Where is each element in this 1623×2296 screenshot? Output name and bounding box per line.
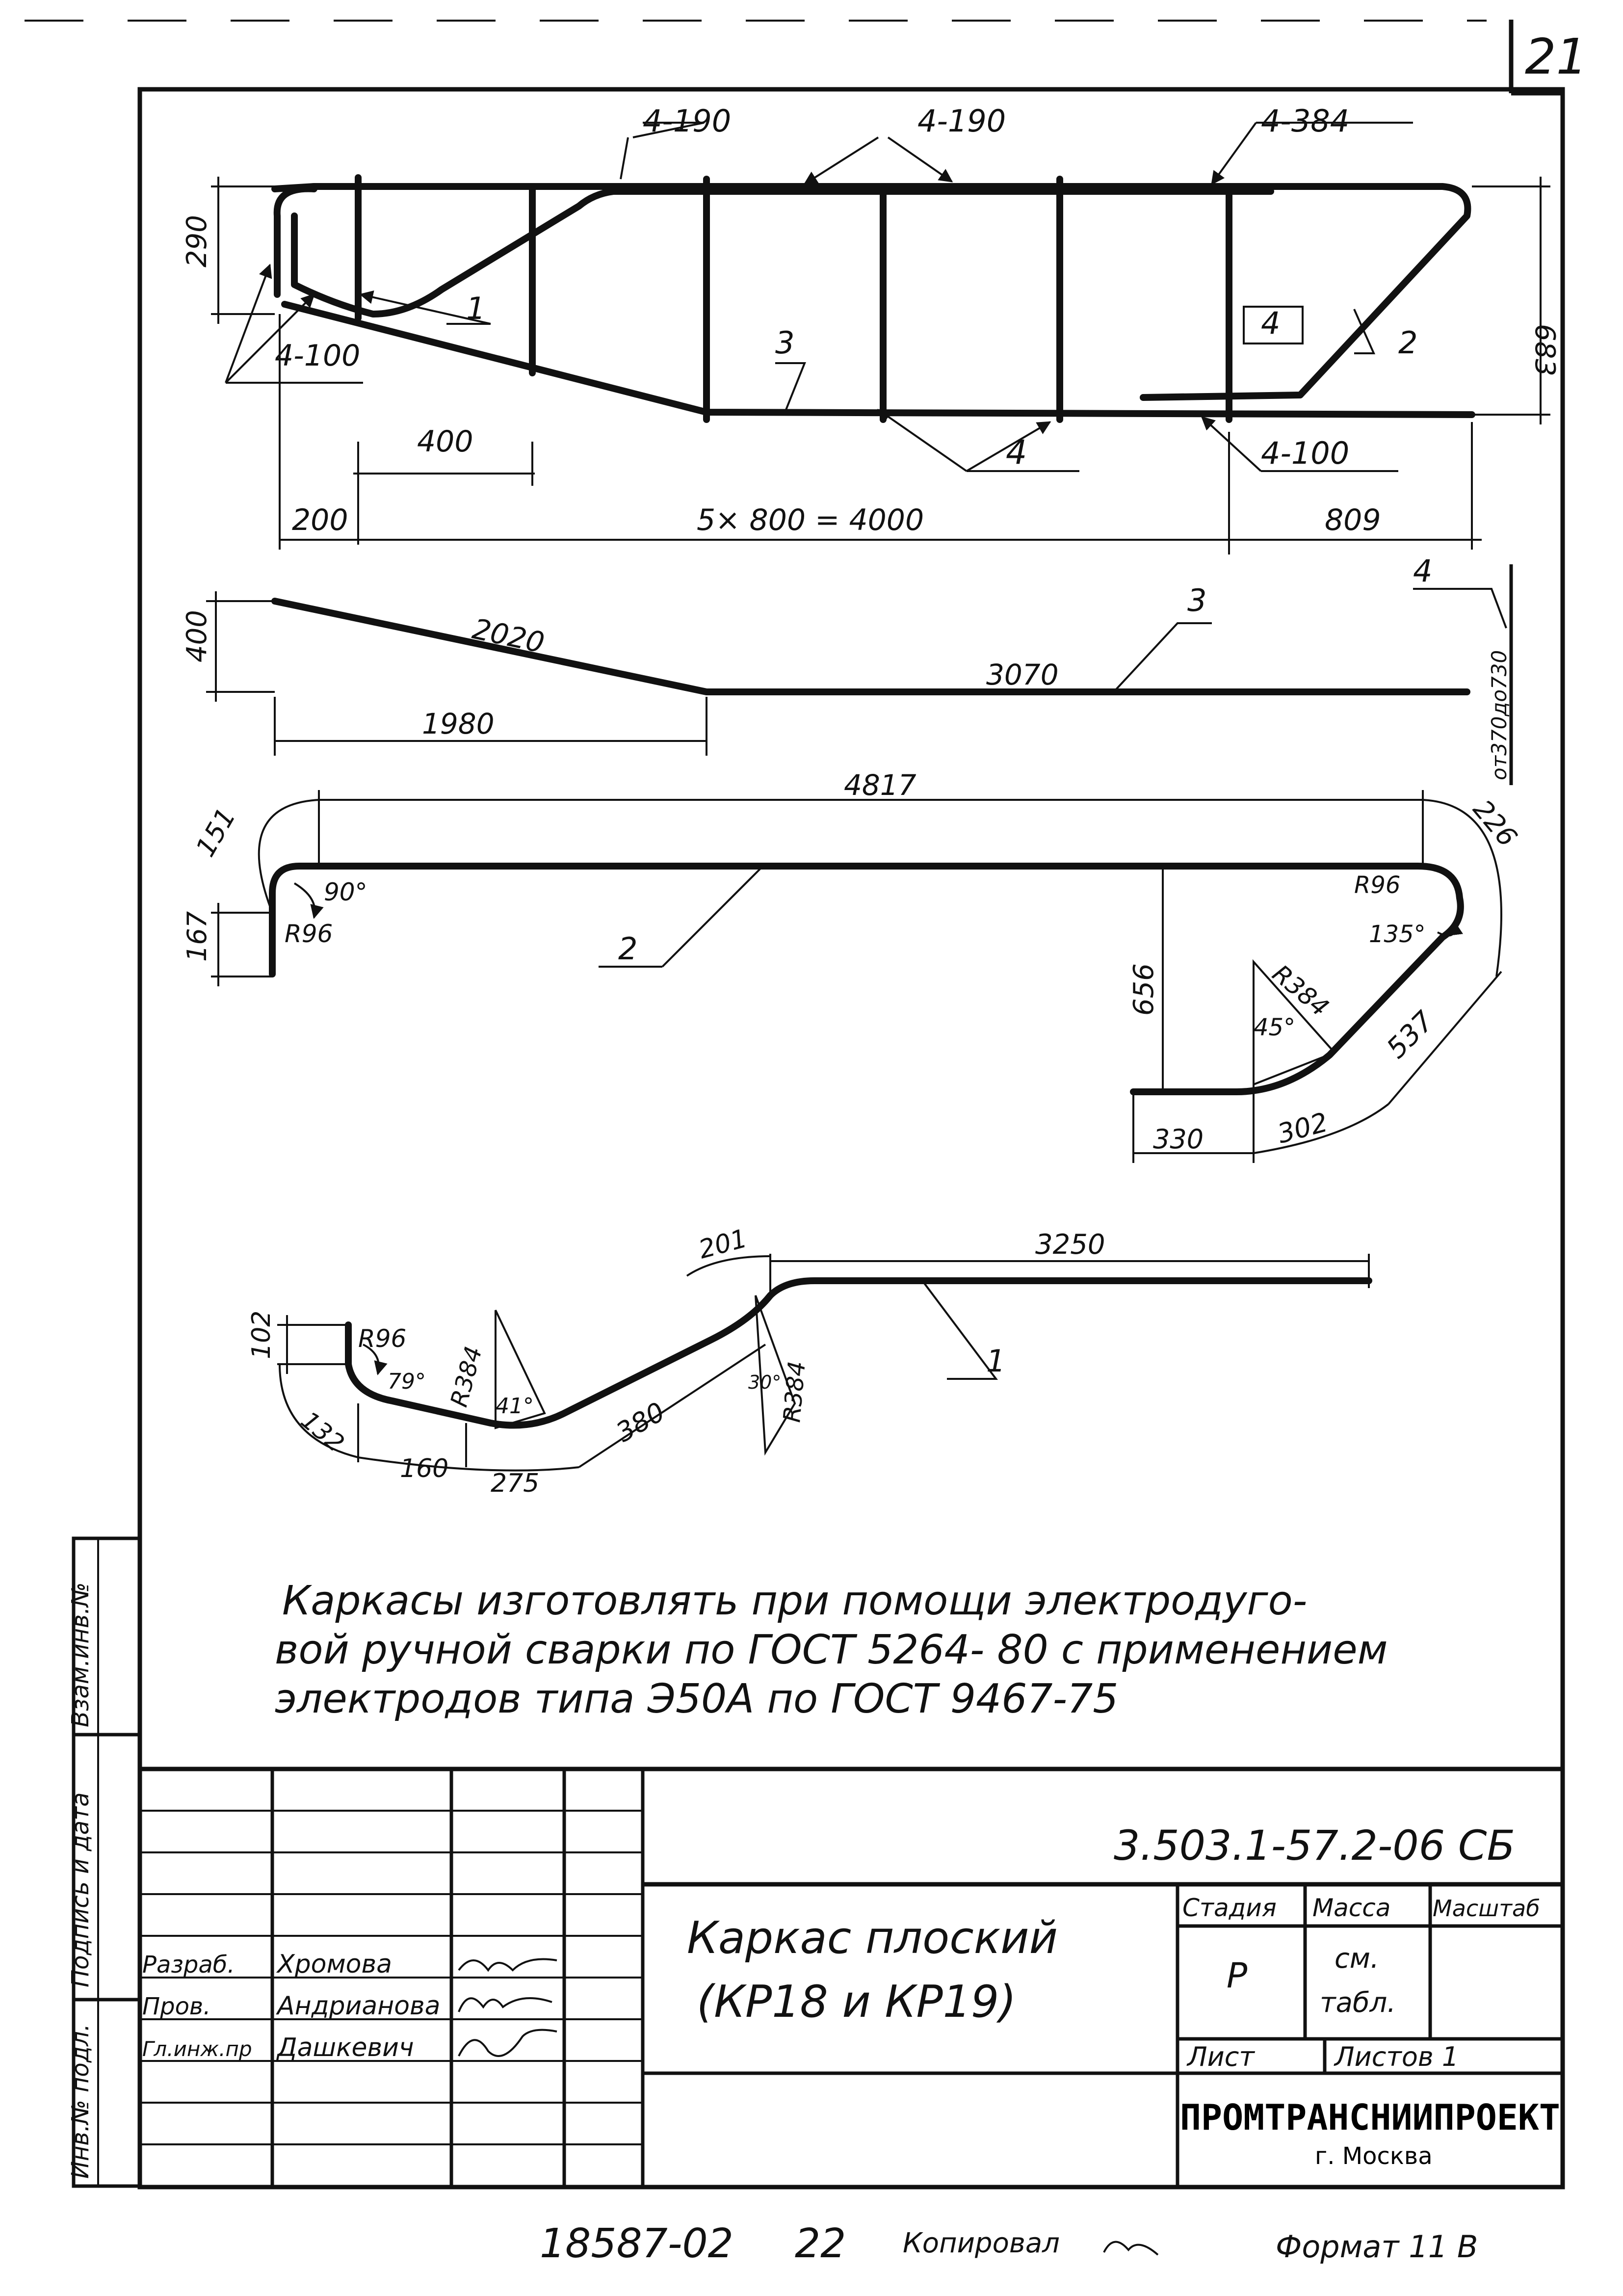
- page-number: 21: [1525, 28, 1587, 85]
- bar1-160: 160: [400, 1454, 448, 1483]
- org-name: ПРОМТРАНСНИИПРОЕКТ: [1180, 2097, 1560, 2138]
- weld-bottom-mid: 4: [1006, 433, 1027, 472]
- title-line-2: (КР18 и КР19): [697, 1976, 1016, 2028]
- bar2-4817: 4817: [844, 768, 916, 802]
- bar2-r96-left: R96: [285, 920, 333, 948]
- bar2-167: 167: [182, 911, 212, 962]
- mass-line-1: см.: [1335, 1943, 1379, 1975]
- dim-290: 290: [181, 215, 213, 267]
- doc-code: 3.503.1-57.2-06 СБ: [1114, 1821, 1515, 1870]
- bar2-330: 330: [1153, 1124, 1204, 1155]
- pos-1: 1: [466, 290, 485, 326]
- pos-3: 3: [775, 325, 794, 361]
- dim-200: 200: [292, 503, 348, 537]
- bar1-30: 30°: [748, 1372, 781, 1393]
- bar1-r384a: R384: [445, 1344, 487, 1410]
- copier-signature: [1103, 2241, 1159, 2256]
- bar2-302: 302: [1274, 1107, 1331, 1150]
- weld-bottom-right: 4-100: [1261, 435, 1349, 471]
- dim-809: 809: [1325, 503, 1381, 537]
- header-mass: Масса: [1312, 1894, 1390, 1922]
- weld-left: 4-100: [275, 339, 360, 373]
- note-line-1: Каркасы изготовлять при помощи электроду…: [282, 1578, 1307, 1624]
- side-stamp: Взам.инв.№ Подпись и дата Инв.№ подл.: [67, 1536, 142, 2188]
- stamp-replace-inv: Взам.инв.№: [67, 1583, 94, 1727]
- stamp-orig-inv: Инв.№ подл.: [67, 2024, 94, 2179]
- header-scale: Масштаб: [1433, 1895, 1540, 1922]
- bar1-r96: R96: [358, 1324, 406, 1353]
- role-1: Разраб.: [142, 1951, 235, 1979]
- bar3-1980: 1980: [422, 707, 495, 740]
- bar2-pos: 2: [618, 931, 637, 967]
- pos-4: 4: [1261, 305, 1280, 341]
- bar2-656: 656: [1128, 963, 1160, 1016]
- bar3-pos: 3: [1187, 582, 1206, 618]
- sheet-label: Лист: [1186, 2041, 1255, 2072]
- bar2-labels: 4817 151 167 90° R96 226 R96 135° 656 R3…: [182, 768, 1523, 1155]
- weld-top-mid: 4-190: [917, 103, 1006, 139]
- sheets-label: Листов 1: [1334, 2041, 1459, 2072]
- signature-2: [458, 1997, 552, 2012]
- bar1-102: 102: [247, 1311, 276, 1359]
- bar2-r96-right: R96: [1354, 871, 1400, 899]
- footer: 18587-02 22 Копировал Формат 11 В: [540, 2220, 1478, 2267]
- footer-sub: 22: [795, 2220, 846, 2267]
- bar1-3250: 3250: [1035, 1229, 1105, 1261]
- org-city: г. Москва: [1315, 2142, 1433, 2170]
- name-3: Дашкевич: [276, 2033, 414, 2062]
- header-stage: Стадия: [1182, 1894, 1277, 1922]
- frame-view: [211, 122, 1550, 554]
- dim-series: 5× 800 = 4000: [697, 503, 924, 537]
- stage-value: Р: [1227, 1955, 1248, 1996]
- dim-683: 683: [1529, 324, 1561, 376]
- bar2-view: [211, 790, 1502, 1163]
- bar1-view: [277, 1254, 1372, 1472]
- frame-view-labels: 4-190 4-190 4-384 4-100 4 4-100 290 683 …: [181, 103, 1561, 537]
- name-1: Хромова: [276, 1950, 392, 1979]
- bar4-pos: 4: [1413, 553, 1432, 589]
- scan-marks: [25, 20, 1514, 93]
- bar2-45: 45°: [1254, 1014, 1295, 1041]
- footer-number: 18587-02: [540, 2220, 733, 2267]
- role-2: Пров.: [142, 1993, 210, 2020]
- bar1-132: 132: [295, 1406, 349, 1458]
- bar3-h: 400: [181, 610, 213, 662]
- title-block-text: 3.503.1-57.2-06 СБ Каркас плоский (КР18 …: [142, 1821, 1560, 2170]
- note-line-3: электродов типа Э50А по ГОСТ 9467-75: [275, 1676, 1118, 1722]
- bar2-135: 135°: [1369, 921, 1426, 948]
- drawing-frame: [137, 87, 1565, 2190]
- signature-1: [458, 1958, 557, 1972]
- notes: Каркасы изготовлять при помощи электроду…: [275, 1578, 1388, 1722]
- pos-2: 2: [1398, 325, 1417, 361]
- dim-400: 400: [417, 424, 473, 459]
- bar2-226: 226: [1467, 794, 1523, 852]
- bar3-view: [206, 564, 1513, 785]
- bar2-537: 537: [1381, 1005, 1440, 1065]
- title-block: [140, 1767, 1563, 2186]
- weld-top-left: 4-190: [643, 103, 731, 139]
- bar2-151: 151: [190, 803, 242, 862]
- mass-line-2: табл.: [1320, 1987, 1396, 2019]
- bar4-length: от370до730: [1487, 650, 1511, 780]
- footer-copied: Копировал: [903, 2227, 1060, 2259]
- name-2: Андрианова: [276, 1991, 441, 2021]
- bar3-labels: 400 2020 3070 1980 3 4 от370до730: [181, 553, 1511, 780]
- bar1-41: 41°: [496, 1394, 534, 1419]
- role-3: Гл.инж.пр: [142, 2037, 252, 2061]
- bar3-2020: 2020: [470, 612, 548, 660]
- stamp-sign-date: Подпись и дата: [67, 1792, 94, 1987]
- bar1-r384b: R384: [778, 1360, 811, 1424]
- bar2-90: 90°: [324, 878, 367, 906]
- signature-3: [458, 2029, 557, 2057]
- bar1-pos: 1: [986, 1343, 1005, 1379]
- weld-top-right: 4-384: [1261, 103, 1349, 139]
- bar1-275: 275: [491, 1469, 539, 1498]
- title-line-1: Каркас плоский: [687, 1912, 1058, 1964]
- bar2-r384: R384: [1267, 959, 1334, 1022]
- note-line-2: вой ручной сварки по ГОСТ 5264- 80 с при…: [275, 1627, 1388, 1673]
- bar3-3070: 3070: [986, 658, 1059, 691]
- bar1-79: 79°: [388, 1369, 426, 1394]
- footer-format: Формат 11 В: [1276, 2229, 1478, 2265]
